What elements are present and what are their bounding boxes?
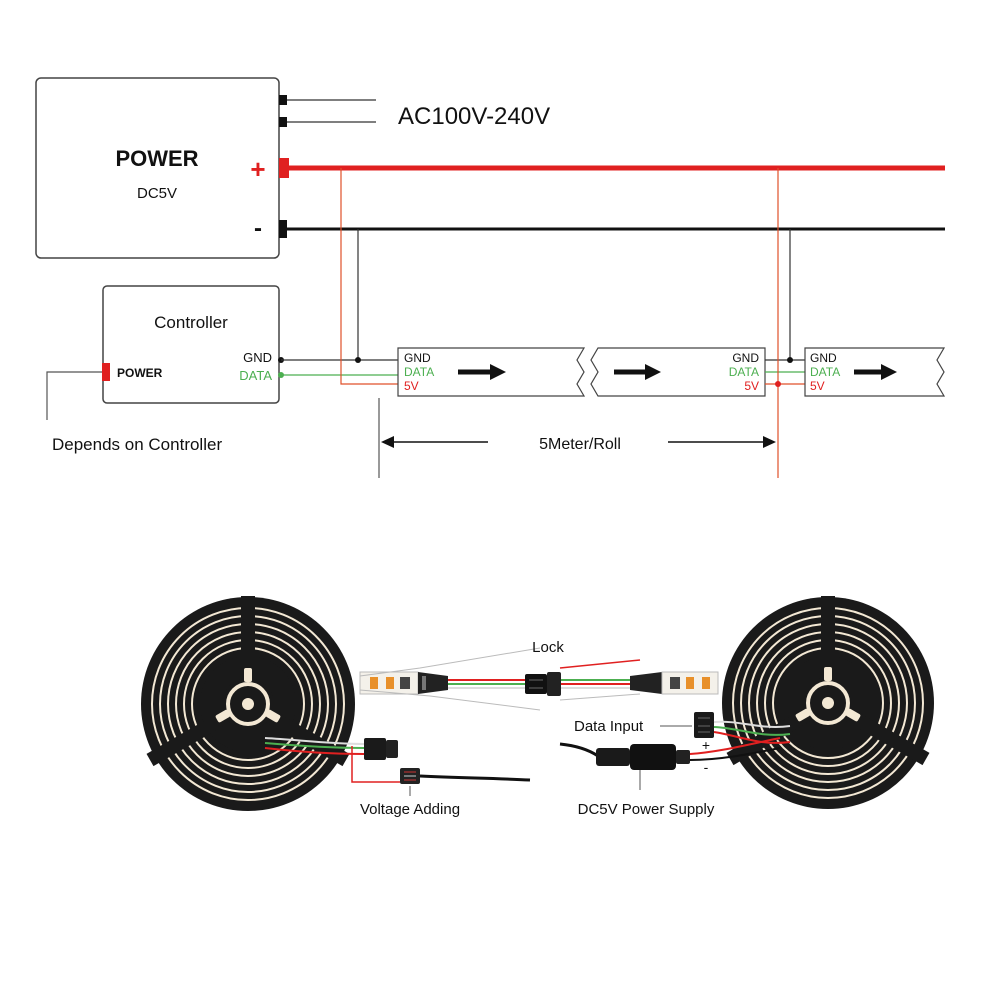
strip1-data-label: DATA <box>404 365 434 379</box>
power-supply-title: POWER <box>115 146 198 171</box>
voltage-adding-leads <box>351 746 531 783</box>
strip3-data-label: DATA <box>810 365 840 379</box>
strip3-direction-arrow <box>854 364 897 380</box>
lock-connector <box>525 672 561 696</box>
junction-node-2 <box>787 357 793 363</box>
voltage-adding-connector <box>364 738 398 760</box>
dimension-right-arrow <box>668 436 776 448</box>
strip2-5v-label: 5V <box>744 379 759 393</box>
controller-gnd-label: GND <box>243 350 272 365</box>
controller-note: Depends on Controller <box>52 435 222 454</box>
positive-terminal <box>279 158 289 178</box>
roll-length-label: 5Meter/Roll <box>539 436 621 453</box>
controller-power-lead <box>46 371 102 420</box>
right-connector-housing <box>630 672 662 694</box>
dc-plus-symbol: + <box>702 737 710 753</box>
ac-input-label: AC100V-240V <box>398 103 550 130</box>
positive-symbol: + <box>250 154 265 184</box>
junction-node-1 <box>355 357 361 363</box>
dc-power-wires <box>689 737 781 761</box>
negative-symbol: - <box>254 215 262 242</box>
led-reel-left <box>141 596 355 811</box>
lock-label: Lock <box>532 639 564 656</box>
voltage-adding-wires <box>264 737 365 755</box>
junction-node-3 <box>775 381 781 387</box>
ac-terminal-2 <box>279 117 287 127</box>
controller-power-label: POWER <box>117 366 163 380</box>
strip2-direction-arrow <box>614 364 661 380</box>
data-input-connector <box>694 712 714 738</box>
strip2-gnd-label: GND <box>732 351 759 365</box>
strip3-5v-label: 5V <box>810 379 825 393</box>
negative-terminal <box>279 220 287 238</box>
power-supply-voltage: DC5V <box>137 185 177 202</box>
left-connector-wires <box>359 647 541 711</box>
strip-segment-2 <box>590 347 766 397</box>
data-input-label: Data Input <box>574 718 644 735</box>
strip1-gnd-label: GND <box>404 351 431 365</box>
controller-title: Controller <box>154 313 228 332</box>
strip3-gnd-label: GND <box>810 351 837 365</box>
data-input-wires <box>713 720 791 744</box>
strip2-data-label: DATA <box>729 365 759 379</box>
led-reel-right <box>722 596 934 809</box>
right-strip-end <box>661 671 719 695</box>
dc-power-connector <box>559 742 690 770</box>
controller-data-label: DATA <box>239 368 272 383</box>
controller-power-port <box>102 363 110 381</box>
right-connector-wires <box>559 659 641 701</box>
injection-5v-wire-1 <box>340 168 398 385</box>
dc-power-supply-label: DC5V Power Supply <box>578 801 715 818</box>
controller-box <box>102 285 280 404</box>
dc-minus-symbol: - <box>704 759 709 775</box>
dimension-left-arrow <box>381 436 488 448</box>
voltage-adding-label: Voltage Adding <box>360 801 460 818</box>
strip1-direction-arrow <box>458 364 506 380</box>
left-strip-end <box>359 671 419 695</box>
voltage-adding-plug <box>400 768 420 784</box>
left-connector-housing <box>418 672 448 694</box>
strip1-5v-label: 5V <box>404 379 419 393</box>
ac-terminal-1 <box>279 95 287 105</box>
